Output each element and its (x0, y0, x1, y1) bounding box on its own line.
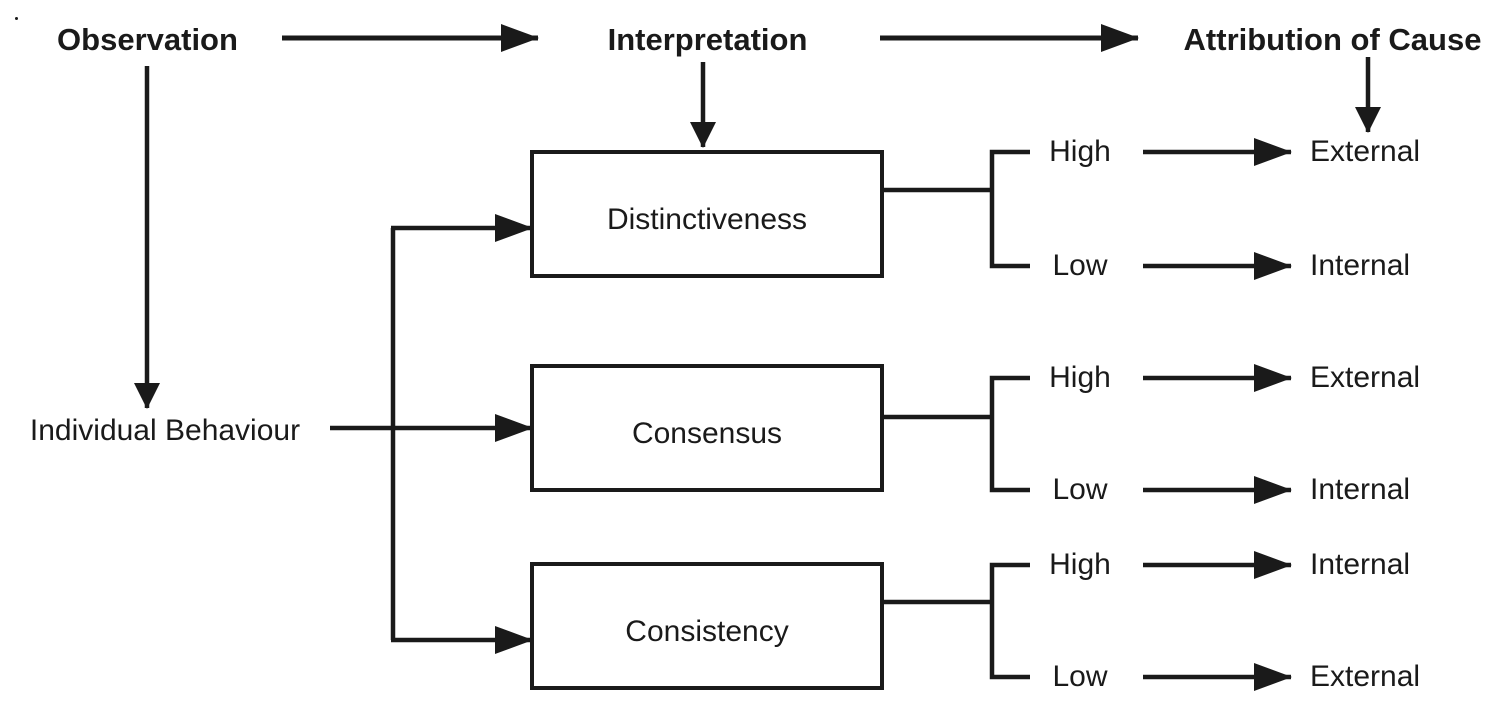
factor-box-label: Consistency (625, 615, 789, 648)
label-high-consensus: High (1049, 361, 1111, 394)
label-low-consensus: Low (1052, 473, 1108, 506)
header-interpretation: Interpretation (607, 22, 808, 57)
label-high-distinctiveness: High (1049, 135, 1111, 168)
bracket-consensus (989, 375, 1030, 493)
label-low-distinctiveness: Low (1052, 249, 1108, 282)
bracket-consistency (989, 562, 1030, 680)
label-attribution-consistency-low: External (1310, 660, 1421, 693)
factor-box-consensus: Consensus (530, 364, 884, 492)
bracket-distinctiveness (989, 149, 1030, 269)
header-observation: Observation (57, 22, 238, 57)
label-low-consistency: Low (1052, 660, 1108, 693)
label-individual-behaviour: Individual Behaviour (29, 414, 301, 447)
label-high-consistency: High (1049, 548, 1111, 581)
label-attribution-consistency-high: Internal (1310, 548, 1411, 581)
header-attribution-of-cause: Attribution of Cause (1183, 22, 1482, 57)
label-attribution-distinctiveness-high: External (1310, 135, 1421, 168)
factor-box-label: Distinctiveness (606, 203, 808, 236)
factor-box-label: Consensus (631, 417, 783, 450)
label-attribution-consensus-low: Internal (1310, 473, 1411, 506)
label-attribution-consensus-high: External (1310, 361, 1421, 394)
factor-box-consistency: Consistency (530, 562, 884, 690)
factor-box-distinctiveness: Distinctiveness (530, 150, 884, 278)
stray-dot (15, 17, 18, 20)
label-attribution-distinctiveness-low: Internal (1310, 249, 1411, 282)
